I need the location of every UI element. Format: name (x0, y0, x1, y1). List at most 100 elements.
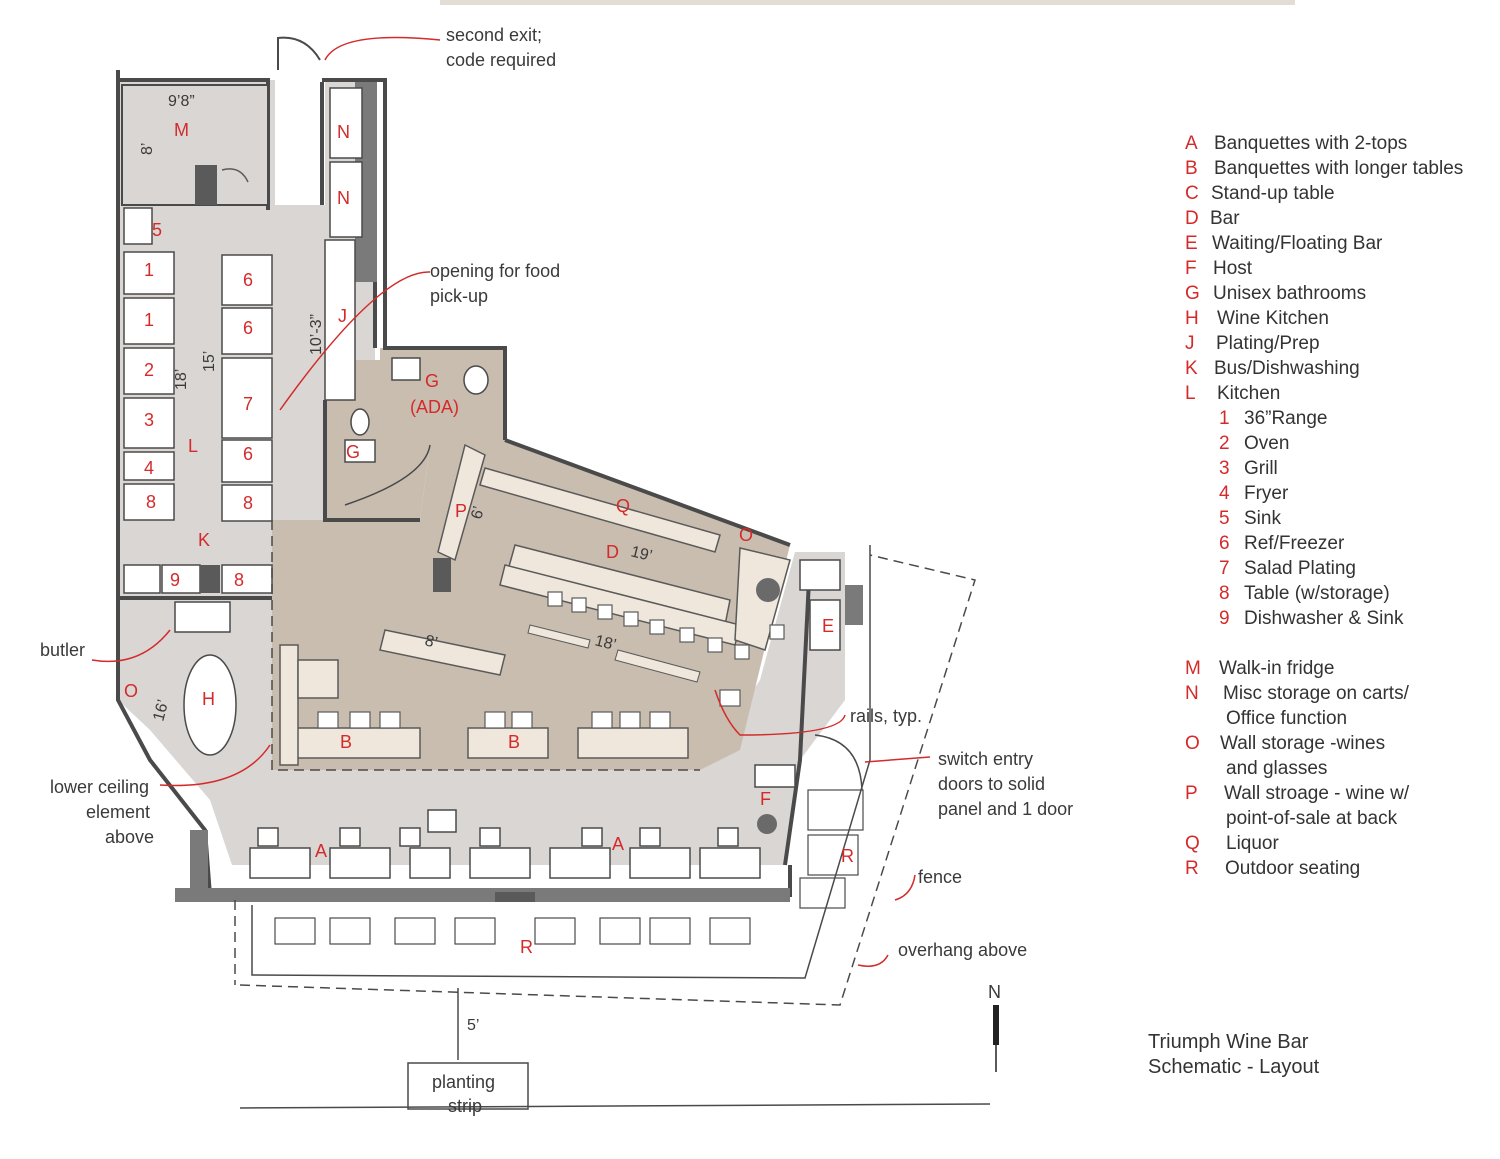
legend-code: A (1185, 133, 1198, 154)
street-line (239, 1103, 991, 1109)
legend-code: 7 (1219, 558, 1230, 579)
legend-label: Salad Plating (1244, 558, 1356, 579)
bar-column (756, 578, 780, 602)
label-j: J (338, 306, 347, 326)
label-m: M (174, 120, 189, 140)
second-exit-door (277, 36, 321, 70)
dim-prep-10: 10’-3” (308, 314, 325, 355)
legend-row: 7 Salad Plating (1219, 556, 1356, 581)
legend-label: Walk-in fridge (1219, 658, 1335, 679)
overhang-line (239, 554, 976, 1006)
label-k6c: 6 (243, 444, 253, 464)
legend-code: 8 (1219, 583, 1230, 604)
label-k2: 2 (144, 360, 154, 380)
annotation-butler: butler (40, 640, 85, 660)
standup-table (379, 629, 506, 676)
dim-walkin-h: 8’ (139, 143, 156, 155)
wine-island (183, 654, 237, 756)
legend-row: 6 Ref/Freezer (1219, 531, 1344, 556)
circulation-zone (118, 552, 845, 865)
top-strip (440, 0, 1295, 5)
dim-wine-16: 16’ (150, 698, 172, 723)
annotations: second exit; code required opening for f… (40, 25, 1073, 1116)
legend-code: P (1185, 783, 1198, 804)
title-line-2: Schematic - Layout (1148, 1056, 1320, 1078)
label-r-2: R (841, 846, 854, 866)
label-k5: 5 (152, 220, 162, 240)
dim-kitchen-18: 18’ (173, 369, 190, 390)
entry-door-swing (814, 734, 863, 791)
legend-code: C (1185, 183, 1199, 204)
legend-code: 6 (1219, 533, 1230, 554)
dish-door (200, 565, 220, 593)
annotation-lower-ceiling-1: lower ceiling (50, 777, 149, 797)
label-k6a: 6 (243, 270, 253, 290)
legend-code: B (1185, 158, 1198, 179)
label-q: Q (616, 496, 630, 516)
label-g-ada: G (425, 371, 439, 391)
label-k6b: 6 (243, 318, 253, 338)
label-k1a: 1 (144, 260, 154, 280)
legend-code: 9 (1219, 608, 1230, 629)
legend-code: F (1185, 258, 1197, 279)
label-ada: (ADA) (410, 397, 459, 417)
host-stand (757, 814, 777, 834)
dim-kitchen-15: 15’ (201, 351, 218, 372)
walk-in-door (195, 165, 217, 205)
legend-label: Bus/Dishwashing (1214, 358, 1360, 379)
annotation-lower-ceiling-2: element (86, 802, 150, 822)
label-r-1: R (520, 937, 533, 957)
label-k8c: 8 (234, 570, 244, 590)
dim-bar-6: 6’ (468, 505, 488, 521)
label-a-2: A (612, 834, 624, 854)
legend-row: and glasses (1185, 756, 1327, 781)
label-b-2: B (508, 732, 520, 752)
legend-label: Ref/Freezer (1244, 533, 1345, 554)
legend-code: 1 (1219, 408, 1230, 429)
leader-arrows (91, 36, 931, 967)
annotation-planting-1: planting (432, 1072, 495, 1092)
annotation-switch-1: switch entry (938, 749, 1033, 769)
annotation-lower-ceiling-3: above (105, 827, 154, 847)
legend-label: 36”Range (1244, 408, 1328, 429)
legend-label: Fryer (1244, 483, 1289, 504)
legend-code: K (1185, 358, 1198, 379)
bar-rail (614, 649, 701, 683)
dim-bar-18: 18’ (593, 632, 618, 654)
annotation-switch-2: doors to solid (938, 774, 1045, 794)
label-e: E (822, 616, 834, 636)
bath-door-swing (344, 444, 431, 506)
label-p: P (455, 501, 467, 521)
legend-row: Office function (1185, 706, 1347, 731)
label-o-wine: O (124, 681, 138, 701)
bar-rail-2 (527, 624, 591, 649)
legend-label: Kitchen (1217, 383, 1281, 404)
legend-code: M (1185, 658, 1201, 679)
plan-labels: M N N J G (ADA) G P Q O D E F L K H O B … (124, 120, 854, 957)
label-k: K (198, 530, 210, 550)
legend-row: 1 36”Range (1219, 406, 1327, 431)
drawing-title: Triumph Wine Bar Schematic - Layout (1148, 1030, 1319, 1080)
label-l: L (188, 436, 198, 456)
legend-label: and glasses (1226, 758, 1328, 779)
label-k8b: 8 (243, 493, 253, 513)
label-b-1: B (340, 732, 352, 752)
legend-label: Oven (1244, 433, 1290, 454)
dim-bar-8: 8’ (423, 632, 439, 652)
legend-code: D (1185, 208, 1199, 229)
label-k1b: 1 (144, 310, 154, 330)
